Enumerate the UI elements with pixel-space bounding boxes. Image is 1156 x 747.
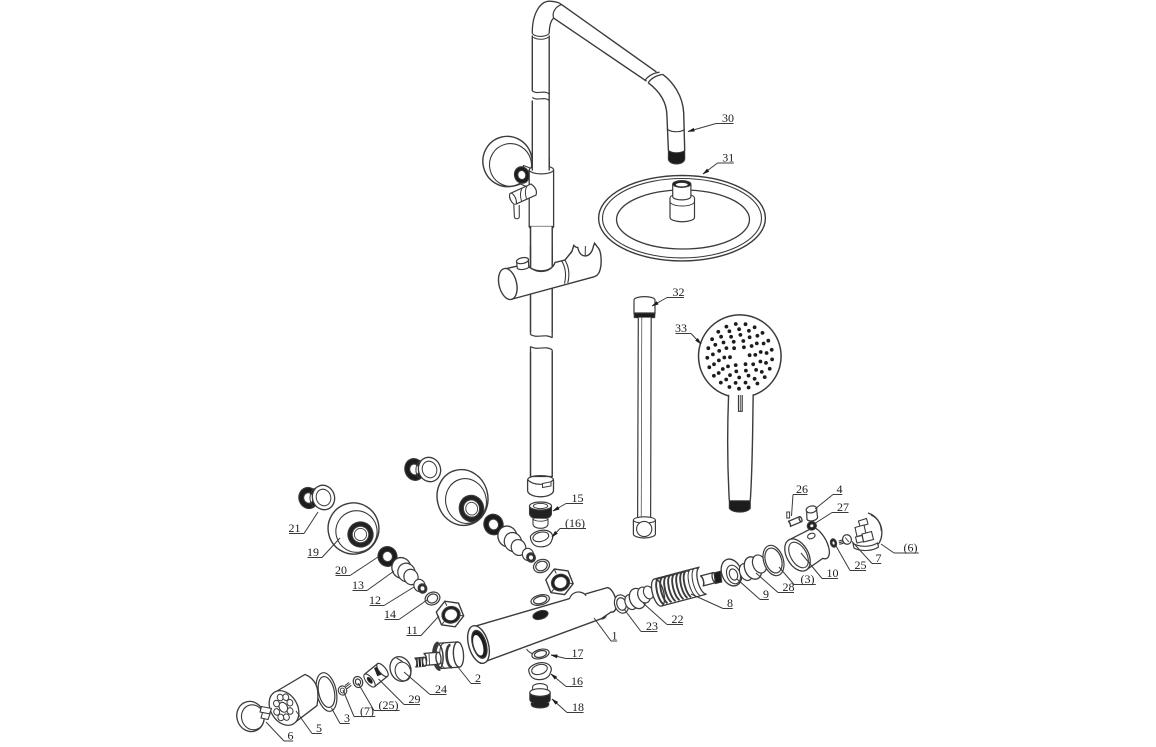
svg-text:9: 9 <box>763 587 769 601</box>
svg-text:21: 21 <box>289 521 301 535</box>
svg-text:15: 15 <box>572 491 584 505</box>
svg-text:3: 3 <box>344 711 350 725</box>
svg-text:17: 17 <box>572 646 584 660</box>
svg-text:8: 8 <box>727 596 733 610</box>
svg-text:31: 31 <box>722 151 734 165</box>
svg-text:19: 19 <box>307 545 319 559</box>
svg-text:(7): (7) <box>360 704 374 718</box>
svg-text:5: 5 <box>316 721 322 735</box>
svg-text:(6): (6) <box>904 541 918 555</box>
svg-text:18: 18 <box>572 700 584 714</box>
svg-text:7: 7 <box>876 551 882 565</box>
svg-text:30: 30 <box>722 111 734 125</box>
svg-text:29: 29 <box>409 692 421 706</box>
svg-text:13: 13 <box>352 578 364 592</box>
svg-text:11: 11 <box>406 623 418 637</box>
svg-text:20: 20 <box>335 563 347 577</box>
svg-text:32: 32 <box>673 285 685 299</box>
svg-text:12: 12 <box>369 593 381 607</box>
svg-text:23: 23 <box>646 619 658 633</box>
svg-text:14: 14 <box>384 607 396 621</box>
svg-text:(25): (25) <box>379 698 399 712</box>
svg-text:6: 6 <box>288 729 294 743</box>
svg-text:28: 28 <box>783 580 795 594</box>
svg-text:16: 16 <box>571 674 583 688</box>
svg-text:(16): (16) <box>565 516 585 530</box>
svg-text:10: 10 <box>827 566 839 580</box>
svg-text:24: 24 <box>435 682 447 696</box>
svg-text:27: 27 <box>837 500 849 514</box>
svg-text:1: 1 <box>612 629 618 643</box>
svg-text:33: 33 <box>675 321 687 335</box>
svg-text:26: 26 <box>796 482 808 496</box>
svg-text:2: 2 <box>475 671 481 685</box>
svg-text:25: 25 <box>855 558 867 572</box>
svg-text:4: 4 <box>837 482 843 496</box>
svg-text:(3): (3) <box>801 572 815 586</box>
svg-text:22: 22 <box>672 612 684 626</box>
